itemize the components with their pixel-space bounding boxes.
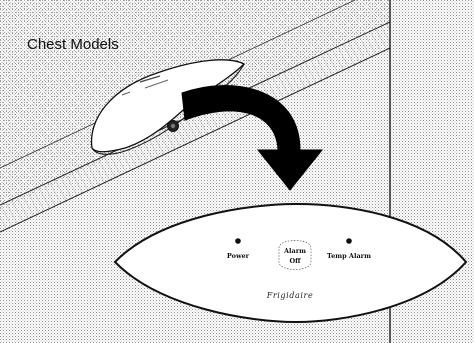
alarm-off-label-line2: Off xyxy=(290,257,302,265)
temp-alarm-indicator-icon xyxy=(346,238,352,244)
power-indicator-icon xyxy=(235,238,241,244)
alarm-off-label-line1: Alarm xyxy=(283,247,306,255)
figure-title: Chest Models xyxy=(27,36,119,53)
temp-alarm-label: Temp Alarm xyxy=(327,252,371,260)
power-label: Power xyxy=(227,252,250,260)
brand-logo: Frigidaire xyxy=(266,291,314,300)
